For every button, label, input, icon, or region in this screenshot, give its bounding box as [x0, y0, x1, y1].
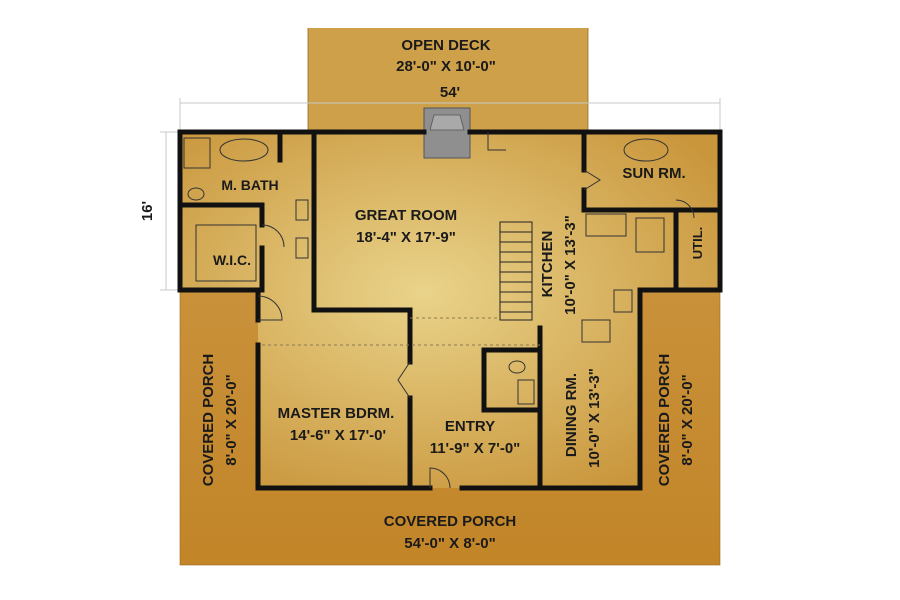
- open-deck-size: 28'-0" X 10'-0": [396, 58, 496, 75]
- range-icon: [581, 319, 611, 343]
- shower-icon: [183, 137, 211, 169]
- front-door-icon: [429, 467, 451, 489]
- covered-porch-right-name: COVERED PORCH: [656, 354, 673, 487]
- powder-toilet-icon: [508, 360, 526, 374]
- sunroom-door-icon: [583, 169, 601, 191]
- fireplace: [423, 107, 471, 159]
- dining-rm-name: DINING RM.: [563, 373, 580, 457]
- bathtub-icon: [219, 138, 269, 162]
- room-labels: OPEN DECK 28'-0" X 10'-0" 54' 16' M. BAT…: [139, 37, 705, 552]
- entry-size: 11'-9" X 7'-0": [430, 440, 521, 457]
- covered-porch-bottom-name: COVERED PORCH: [384, 513, 517, 530]
- walls: [177, 129, 723, 491]
- covered-porch-left-size: 8'-0" X 20'-0": [223, 374, 240, 465]
- fixtures: [183, 137, 669, 405]
- sun-room-name: SUN RM.: [622, 165, 685, 182]
- util-door-icon: [675, 199, 695, 219]
- open-deck-name: OPEN DECK: [401, 37, 490, 54]
- entry-name: ENTRY: [445, 418, 495, 435]
- kitchen-name: KITCHEN: [539, 231, 556, 298]
- beam-lines: [262, 317, 540, 346]
- sunroom-tub-icon: [623, 138, 669, 162]
- great-room-name: GREAT ROOM: [355, 207, 457, 224]
- master-bdrm-size: 14'-6" X 17'-0': [290, 427, 386, 444]
- wic-door-icon: [261, 224, 285, 248]
- master-bdrm-name: MASTER BDRM.: [278, 405, 395, 422]
- covered-porch-bottom-size: 54'-0" X 8'-0": [404, 535, 495, 552]
- staircase: [499, 221, 533, 321]
- dining-rm-size: 10'-0" X 13'-3": [586, 368, 603, 468]
- bedroom-east-door-icon: [397, 361, 411, 399]
- covered-porch-left-name: COVERED PORCH: [200, 354, 217, 487]
- m-bath-name: M. BATH: [221, 177, 278, 193]
- deck-door-icon: [487, 132, 506, 151]
- vanity-sink-icon: [295, 199, 309, 221]
- washer-dryer-icon: [635, 217, 665, 253]
- closet-rod-icon: [195, 224, 257, 282]
- great-room-size: 18'-4" X 17'-9": [356, 229, 456, 246]
- covered-porch-right-size: 8'-0" X 20'-0": [679, 374, 696, 465]
- depth-dimension-label: 16': [139, 201, 156, 221]
- width-dimension-label: 54': [440, 84, 460, 101]
- powder-sink-icon: [517, 379, 535, 405]
- util-name: UTIL.: [690, 227, 705, 260]
- toilet-icon: [187, 187, 205, 201]
- vanity-sink-2-icon: [295, 237, 309, 259]
- stair-outline: [499, 221, 533, 321]
- fridge-icon: [585, 213, 627, 237]
- kitchen-sink-icon: [613, 289, 633, 313]
- bedroom-door-icon: [257, 295, 283, 321]
- covered-porch-floor: [180, 290, 720, 565]
- fireplace-firebox: [429, 114, 465, 131]
- doors: [257, 132, 695, 489]
- kitchen-size: 10'-0" X 13'-3": [562, 215, 579, 315]
- dimension-lines: [160, 98, 721, 291]
- wic-name: W.I.C.: [213, 252, 251, 268]
